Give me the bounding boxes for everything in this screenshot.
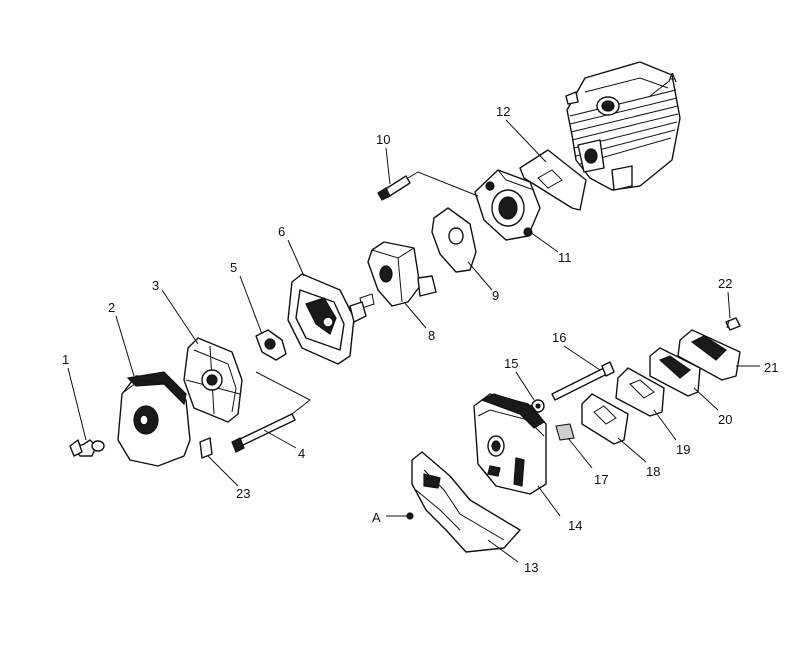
leader-1: [67, 367, 87, 441]
leader-19: [653, 409, 677, 441]
leader-9: [467, 261, 493, 291]
callout-23: 23: [236, 486, 250, 501]
bolt-16-part: [551, 361, 615, 401]
callout-22: 22: [718, 276, 732, 291]
callout-5: 5: [230, 260, 237, 275]
leader-10: [385, 147, 391, 185]
leader-4-assembly: [255, 371, 311, 415]
callout-9: 9: [492, 288, 499, 303]
leader-13: [487, 539, 519, 563]
leader-6: [287, 239, 305, 277]
leader-3: [161, 289, 199, 345]
pad-23-part: [199, 437, 213, 459]
filter-base-6-part: [287, 273, 367, 365]
callout-15: 15: [504, 356, 518, 371]
callout-13: 13: [524, 560, 538, 575]
callout-3: 3: [152, 278, 159, 293]
reed-valve-20-part: [649, 347, 701, 397]
callout-a-cylinder: A: [668, 70, 677, 85]
callout-4: 4: [298, 446, 305, 461]
leader-11: [529, 231, 559, 253]
nut-5-part: [255, 329, 287, 361]
callout-12: 12: [496, 104, 510, 119]
callout-8: 8: [428, 328, 435, 343]
callout-14: 14: [568, 518, 582, 533]
gasket-18-part: [581, 393, 629, 445]
gasket-12-part: [519, 149, 587, 211]
leader-18: [617, 437, 647, 463]
pad-17-part: [555, 423, 575, 441]
muffler-14-part: [473, 393, 547, 495]
callout-6: 6: [278, 224, 285, 239]
leader-2: [115, 315, 135, 377]
callout-21: 21: [764, 360, 778, 375]
callout-1: 1: [62, 352, 69, 367]
callout-17: 17: [594, 472, 608, 487]
cylinder-part: [565, 61, 681, 191]
wing-nut-1-part: [69, 439, 105, 457]
filter-cover-2-part: [117, 371, 191, 467]
leader-20: [693, 387, 719, 411]
leader-4: [263, 429, 297, 449]
callout-18: 18: [646, 464, 660, 479]
plate-21-part: [677, 329, 741, 381]
callout-2: 2: [108, 300, 115, 315]
leader-22: [727, 291, 731, 319]
leader-14: [537, 485, 561, 517]
callout-16: 16: [552, 330, 566, 345]
heat-shield-13-part: [406, 451, 521, 553]
leader-15: [515, 371, 535, 401]
callout-19: 19: [676, 442, 690, 457]
leader-a-cylinder: [649, 81, 669, 97]
carburetor-8-part: [359, 241, 437, 309]
leader-16: [563, 345, 601, 371]
leader-23: [207, 455, 239, 487]
filter-element-3-part: [183, 337, 243, 423]
callout-10: 10: [376, 132, 390, 147]
callout-11: 11: [558, 250, 572, 265]
gasket-9-part: [431, 207, 477, 273]
leader-12: [505, 119, 547, 163]
leader-10-to-11: [407, 171, 479, 197]
leader-8: [403, 301, 427, 329]
screw-10-part: [377, 175, 411, 201]
leader-17: [567, 437, 593, 469]
bolt-4-part: [231, 413, 296, 453]
intake-adapter-11-part: [474, 169, 541, 241]
callout-a-muffler: A: [372, 510, 381, 525]
gasket-19-part: [615, 367, 665, 417]
callout-20: 20: [718, 412, 732, 427]
leader-5: [239, 275, 263, 335]
screw-22-part: [725, 317, 741, 331]
